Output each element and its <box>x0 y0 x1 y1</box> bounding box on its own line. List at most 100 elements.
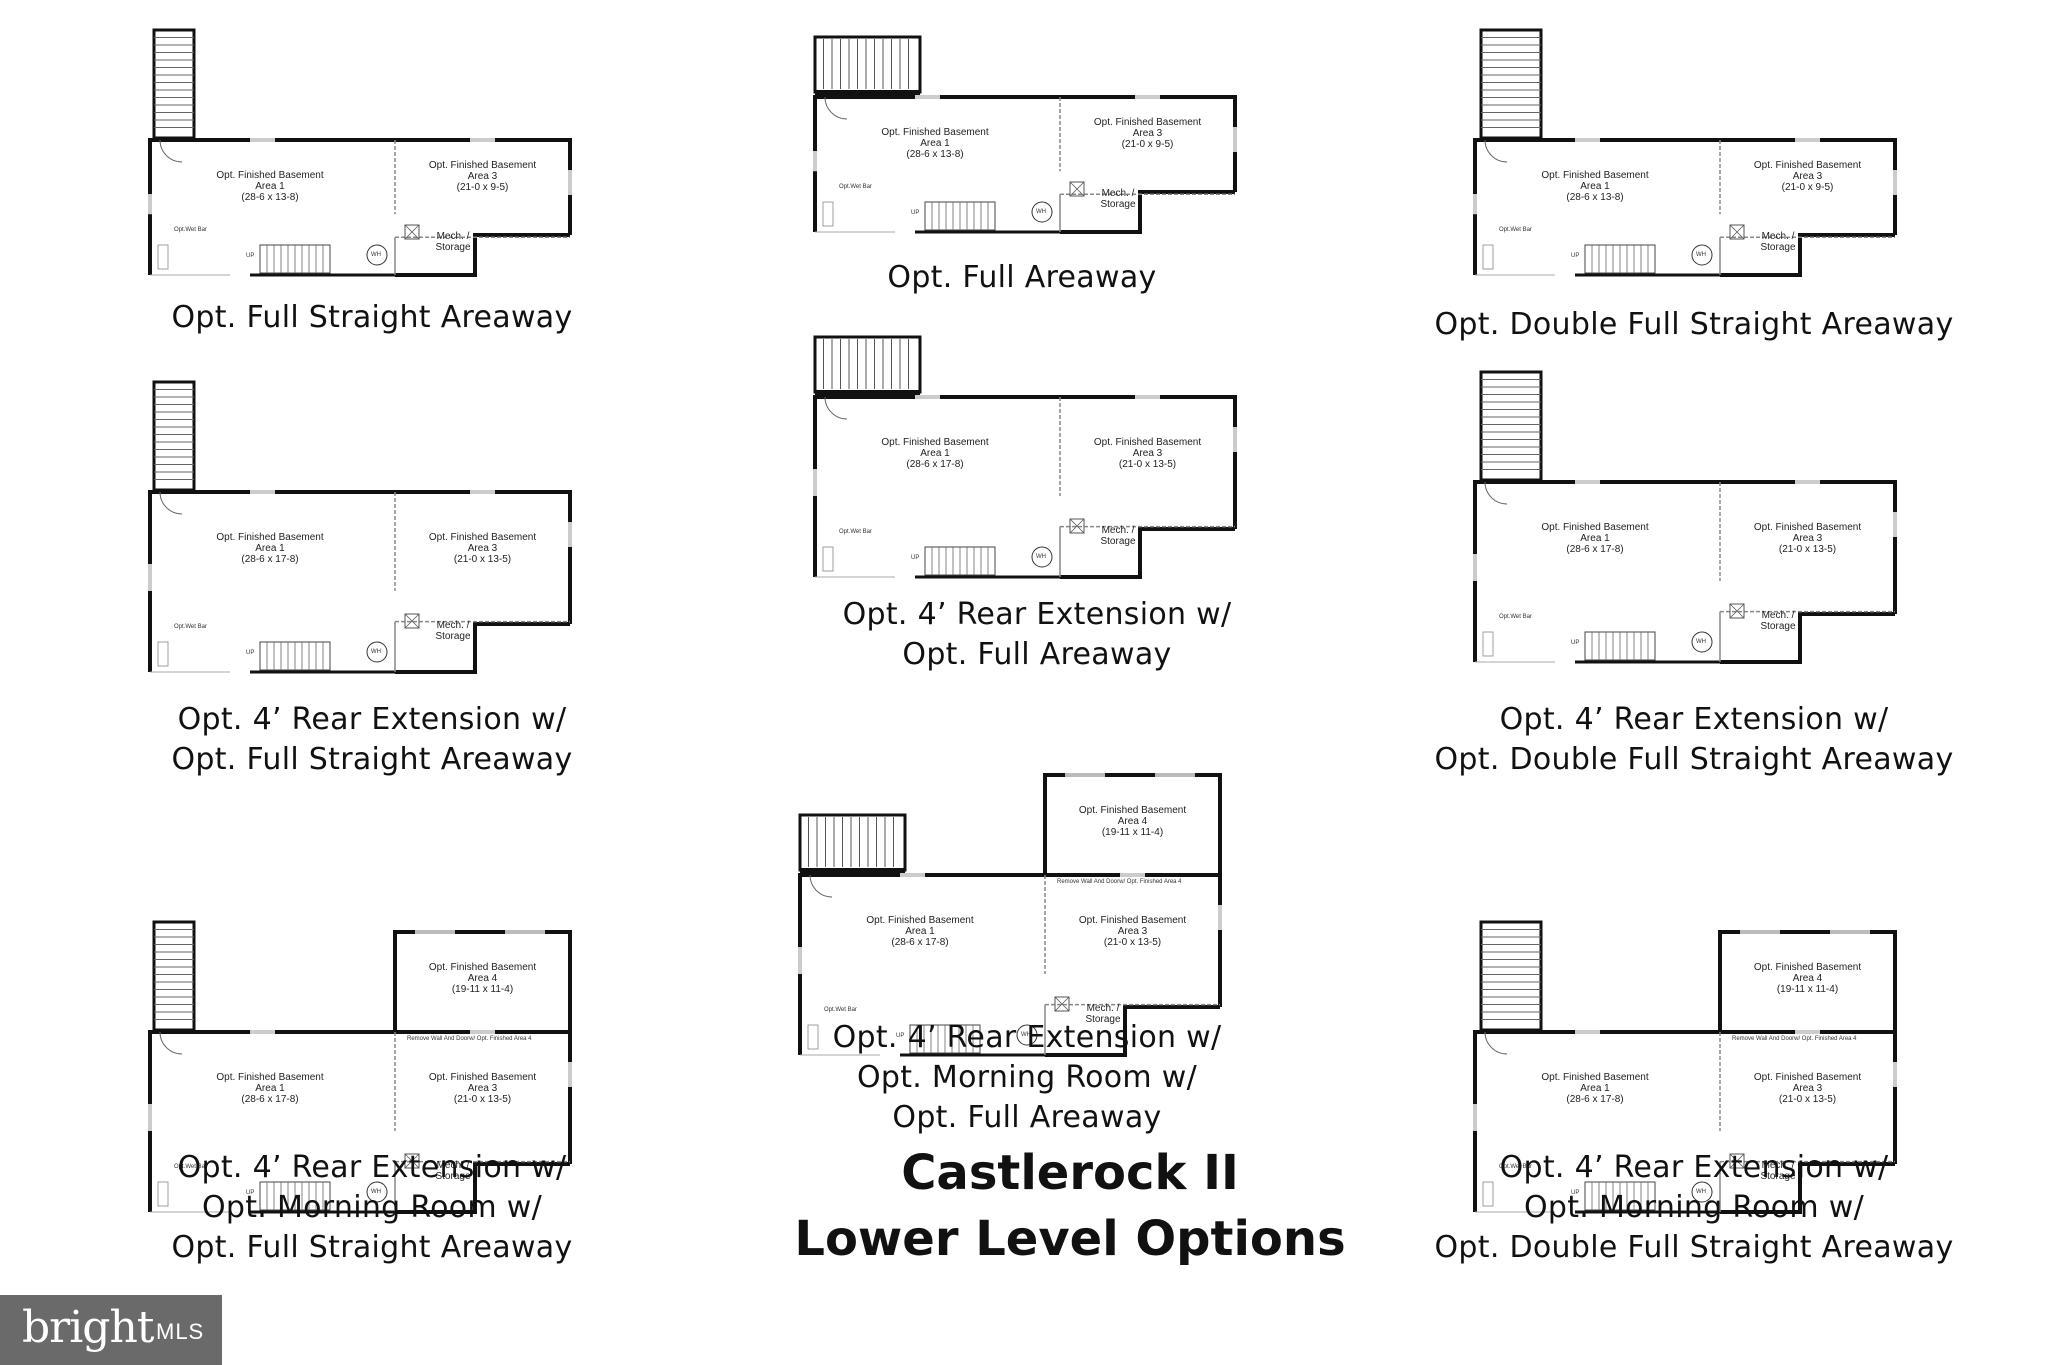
plan-caption-line: Opt. Full Straight Areaway <box>171 300 573 335</box>
room-label-area-3-line: Opt. Finished Basement <box>1093 436 1202 448</box>
wet-bar-label: Opt.Wet Bar <box>1499 227 1532 234</box>
areaway-stair <box>1479 920 1543 1032</box>
room-label-area-1-line: (28-6 x 17-8) <box>1566 1093 1624 1105</box>
stair-up-label: UP <box>246 253 255 259</box>
room-label-area-3-line: (21-0 x 13-5) <box>453 1093 512 1105</box>
room-label-area-1-line: Opt. Finished Basement <box>216 1071 324 1083</box>
mech-wall <box>1060 190 1235 234</box>
room-label-area-3-line: Area 3 <box>1117 925 1148 937</box>
stair-up-label: UP <box>246 1190 255 1196</box>
plan-caption-line: Opt. Double Full Straight Areaway <box>1434 307 1954 342</box>
room-label-mech-storage-line: Mech. / <box>1761 1160 1795 1171</box>
utility-box-icon <box>1729 603 1745 619</box>
room-label-area-1-line: Area 1 <box>905 925 935 937</box>
areaway-stair <box>152 380 196 492</box>
room-label-mech-storage-line: Mech. / <box>436 1160 470 1171</box>
room-label-area-1-line: Area 1 <box>255 542 285 554</box>
wet-bar-label: Opt.Wet Bar <box>174 227 207 234</box>
plan-caption: Opt. 4’ Rear Extension w/Opt. Full Areaw… <box>843 595 1232 675</box>
wet-bar-label: Opt.Wet Bar <box>839 529 872 536</box>
utility-box-icon <box>1054 996 1070 1012</box>
remove-wall-note: Remove Wall And Doorw/ Opt. Finished Are… <box>1732 1036 1857 1043</box>
room-label-mech-storage: Mech. /Storage <box>1100 525 1135 547</box>
room-label-area-4-line: Opt. Finished Basement <box>1753 962 1862 973</box>
plan-caption: Opt. 4’ Rear Extension w/Opt. Morning Ro… <box>171 1148 572 1268</box>
room-label-area-3-line: (21-0 x 9-5) <box>1121 139 1174 151</box>
room-label-area-3-line: (21-0 x 13-5) <box>1778 1093 1837 1105</box>
room-label-mech-storage-line: Mech. / <box>1761 231 1795 242</box>
wet-bar-label: Opt.Wet Bar <box>1499 614 1532 621</box>
wet-bar-fixture <box>822 201 834 227</box>
room-label-area-1-line: Opt. Finished Basement <box>881 126 989 138</box>
mech-wall <box>1720 1162 1895 1214</box>
plan-caption-line: Opt. Morning Room w/ <box>201 1190 543 1225</box>
logo-suffix: MLS <box>156 1319 205 1344</box>
room-label-area-1-line: (28-6 x 17-8) <box>891 936 949 948</box>
room-label-area-3-line: Opt. Finished Basement <box>1078 914 1187 926</box>
room-label-area-1-line: (28-6 x 17-8) <box>906 458 964 470</box>
plan-drawing <box>813 335 1237 579</box>
exterior-wall <box>148 490 572 672</box>
morning-room-walls <box>1718 930 1897 1032</box>
room-label-area-3-line: Area 3 <box>1792 171 1823 183</box>
stair-up-label: UP <box>1571 640 1580 646</box>
utility-box-icon <box>1069 518 1085 534</box>
plan-drawing <box>813 35 1237 234</box>
stair-up-label: UP <box>896 1033 905 1039</box>
utility-box-cross <box>1729 603 1745 619</box>
plan-drawing <box>1473 28 1897 277</box>
wet-bar-fixture <box>157 244 169 270</box>
wet-bar-label-line: Wet Bar <box>1510 614 1532 620</box>
plan-caption-line: Opt. Double Full Straight Areaway <box>1434 1230 1954 1265</box>
room-label-area-1-line: Area 1 <box>920 447 950 459</box>
water-heater-icon <box>1031 201 1053 223</box>
wet-bar-label-line: Opt. <box>1499 227 1511 233</box>
room-label-area-4-line: Area 4 <box>1117 816 1148 827</box>
areaway-stair <box>152 28 196 140</box>
title-line-1: Castlerock II <box>901 1145 1239 1201</box>
room-label-area-1-line: Opt. Finished Basement <box>1541 169 1649 181</box>
remove-wall-note-line: w/ Opt. Finished Area 4 <box>469 1036 532 1042</box>
water-heater-icon <box>1031 546 1053 568</box>
door-swing <box>809 874 833 898</box>
wet-bar-label-line: Wet Bar <box>835 1007 857 1013</box>
plan-caption-line: Opt. 4’ Rear Extension w/ <box>832 1020 1222 1055</box>
room-label-mech-storage-line: Mech. / <box>1761 610 1795 621</box>
room-label-mech-storage-line: Storage <box>1760 621 1796 632</box>
room-label-area-3-line: Area 3 <box>1132 128 1163 140</box>
stair-up-label: UP <box>246 650 255 656</box>
room-label-mech-storage-line: Storage <box>435 631 471 642</box>
water-heater-icon <box>1691 244 1713 266</box>
areaway-stair <box>152 920 196 1032</box>
areaway-stair <box>1479 370 1543 482</box>
wet-bar-label-line: Opt. <box>174 227 186 233</box>
utility-box-icon <box>1729 224 1745 240</box>
room-label-area-1-line: (28-6 x 13-8) <box>906 148 964 160</box>
wet-bar-fixture <box>1482 631 1494 657</box>
plan-caption-line: Opt. Morning Room w/ <box>856 1060 1198 1095</box>
room-label-mech-storage: Mech. /Storage <box>1760 610 1795 632</box>
plan-caption-line: Opt. 4’ Rear Extension w/ <box>1499 702 1889 737</box>
water-heater-icon <box>366 244 388 266</box>
room-label-mech-storage-line: Storage <box>1100 199 1136 210</box>
utility-box-cross <box>1054 996 1070 1012</box>
room-label-mech-storage-line: Storage <box>1085 1014 1121 1025</box>
room-label-area-1-line: Opt. Finished Basement <box>1541 521 1649 533</box>
door-swing <box>1484 481 1508 505</box>
plan-drawing <box>1473 370 1897 664</box>
mech-wall <box>1720 612 1895 664</box>
room-label-area-4-line: (19-11 x 11-4) <box>1776 984 1839 995</box>
mech-wall <box>1045 1005 1220 1057</box>
plan-drawing <box>148 920 572 1214</box>
wet-bar-label: Opt.Wet Bar <box>1499 1164 1532 1171</box>
room-label-area-3-line: (21-0 x 13-5) <box>453 553 512 565</box>
utility-box-icon <box>1729 1153 1745 1169</box>
utility-box-icon <box>1069 181 1085 197</box>
room-label-area-3-line: (21-0 x 9-5) <box>456 182 509 194</box>
wet-bar-label-line: Wet Bar <box>850 184 872 190</box>
